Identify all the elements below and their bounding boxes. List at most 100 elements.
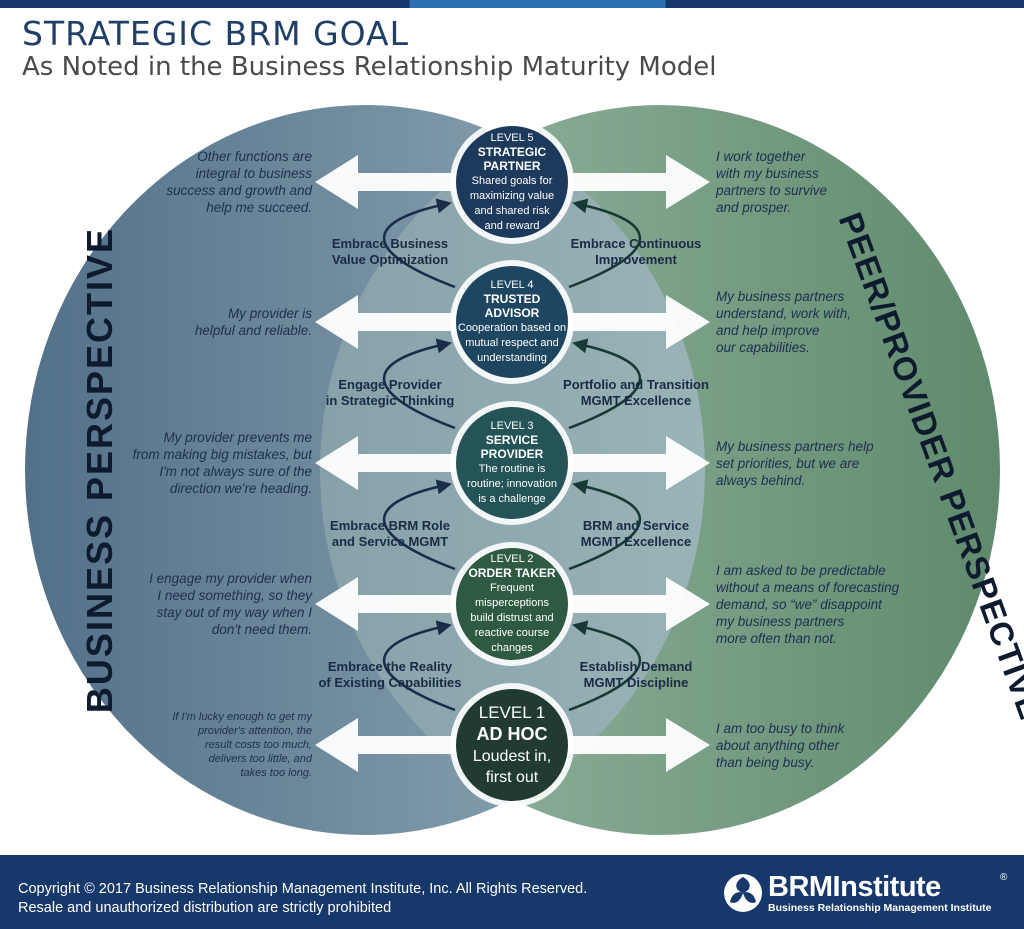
footer-bar bbox=[0, 855, 1024, 929]
level-description: routine; innovation bbox=[467, 478, 557, 490]
level-number: LEVEL 3 bbox=[490, 420, 534, 432]
transition-line: Improvement bbox=[595, 252, 677, 267]
quote-line: provider's attention, the bbox=[197, 725, 312, 737]
level-description: reactive course bbox=[474, 627, 550, 639]
quote-line: demand, so “we” disappoint bbox=[716, 596, 882, 612]
level-title: PROVIDER bbox=[480, 447, 544, 461]
right-transition-arrow bbox=[568, 479, 642, 571]
left-transition-arrow bbox=[382, 620, 456, 712]
quote-line: I work together bbox=[716, 149, 806, 164]
quote-line: help me succeed. bbox=[206, 200, 312, 215]
logo-tagline: Business Relationship Management Institu… bbox=[768, 902, 992, 914]
logo-wordmark: BRMInstitute bbox=[768, 871, 941, 903]
transition-line: of Existing Capabilities bbox=[318, 674, 462, 690]
transition-line: Embrace Business bbox=[331, 236, 449, 251]
level-description: first out bbox=[485, 769, 539, 786]
page-subtitle: As Noted in the Business Relationship Ma… bbox=[22, 52, 717, 82]
brm-logo-icon bbox=[724, 874, 762, 912]
level-description: Frequent bbox=[489, 582, 535, 594]
quote-line: my business partners bbox=[716, 613, 845, 629]
business-quote: If I'm lucky enough to get my provider's … bbox=[120, 710, 312, 780]
transition-line: Engage Provider bbox=[338, 376, 442, 392]
quote-line: stay out of my way when I bbox=[156, 605, 312, 620]
quote-line: My provider prevents me bbox=[163, 430, 312, 445]
transition-line: Embrace BRM Role bbox=[330, 517, 450, 533]
level-description: Cooperation based on bbox=[457, 322, 567, 334]
level-title: ORDER TAKER bbox=[468, 566, 556, 580]
right-transition-arrow bbox=[568, 338, 642, 430]
level-circle bbox=[456, 126, 568, 238]
quote-line: delivers too little, and bbox=[208, 753, 312, 765]
quote-line: and help improve bbox=[716, 323, 820, 338]
quote-line: My provider is bbox=[227, 306, 312, 321]
level-description: changes bbox=[491, 642, 533, 654]
quote-line: I engage my provider when bbox=[149, 571, 312, 586]
quote-line: more often than not. bbox=[716, 630, 837, 646]
quote-line: My business partners help bbox=[716, 438, 874, 454]
level-description: maximizing value bbox=[469, 189, 555, 202]
quote-line: I need something, so they bbox=[157, 588, 312, 603]
quote-line: result costs too much, bbox=[205, 739, 312, 751]
right-transition-arrow bbox=[568, 198, 642, 289]
quote-line: Other functions are bbox=[197, 149, 312, 164]
quote-line: our capabilities. bbox=[716, 340, 810, 355]
level-circle bbox=[456, 548, 568, 660]
level-title: STRATEGIC bbox=[477, 144, 547, 159]
transition-line: BRM and Service bbox=[582, 517, 690, 533]
copyright-notice: Copyright © 2017 Business Relationship M… bbox=[18, 880, 587, 918]
quote-line: don't need them. bbox=[211, 622, 312, 637]
quote-line: I'm not always sure of the bbox=[159, 464, 312, 479]
business-quote: My provider is helpful and reliable. bbox=[120, 305, 312, 339]
quote-line: about anything other bbox=[716, 737, 840, 753]
page-title: STRATEGIC BRM GOAL bbox=[22, 14, 410, 53]
transition-line: Embrace Continuous bbox=[570, 236, 702, 251]
level-number: LEVEL 2 bbox=[490, 553, 534, 565]
level-title: PARTNER bbox=[483, 158, 541, 173]
level-title: SERVICE bbox=[485, 433, 539, 447]
quote-line: I am asked to be predictable bbox=[716, 562, 886, 578]
level-description: The routine is bbox=[478, 463, 546, 475]
quote-line: understand, work with, bbox=[716, 306, 852, 321]
quote-line: My business partners bbox=[716, 289, 845, 304]
left-transition-arrow bbox=[382, 198, 456, 289]
left-side-label: BUSINESS PERSPECTIVE bbox=[79, 227, 120, 713]
level-description: mutual respect and bbox=[465, 337, 559, 349]
quote-line: I am too busy to think bbox=[716, 720, 845, 736]
transition-line: and Service MGMT bbox=[331, 533, 449, 549]
transition-line: MGMT Excellence bbox=[580, 392, 692, 408]
quote-line: If I'm lucky enough to get my bbox=[172, 711, 312, 723]
left-transition-arrow bbox=[382, 479, 456, 571]
provider-quote: My business partners understand, work wit… bbox=[716, 288, 916, 356]
right-transition-arrow bbox=[568, 620, 642, 712]
business-quote: I engage my provider when I need somethin… bbox=[120, 570, 312, 638]
level-description: Shared goals for bbox=[471, 174, 553, 187]
distribution-notice: Resale and unauthorized distribution are… bbox=[18, 900, 392, 916]
level-number: LEVEL 4 bbox=[490, 279, 534, 291]
quote-line: than being busy. bbox=[716, 754, 815, 770]
quote-line: always behind. bbox=[716, 472, 806, 488]
quote-line: partners to survive bbox=[716, 183, 828, 198]
quote-line: set priorities, but we are bbox=[716, 455, 860, 471]
level-description: build distrust and bbox=[470, 612, 554, 624]
quote-line: helpful and reliable. bbox=[194, 323, 312, 338]
level-title: AD HOC bbox=[476, 724, 548, 744]
left-transition-arrow bbox=[382, 338, 456, 430]
copyright-line: Copyright © 2017 Business Relationship M… bbox=[18, 881, 588, 897]
quote-line: without a means of forecasting bbox=[716, 579, 900, 595]
